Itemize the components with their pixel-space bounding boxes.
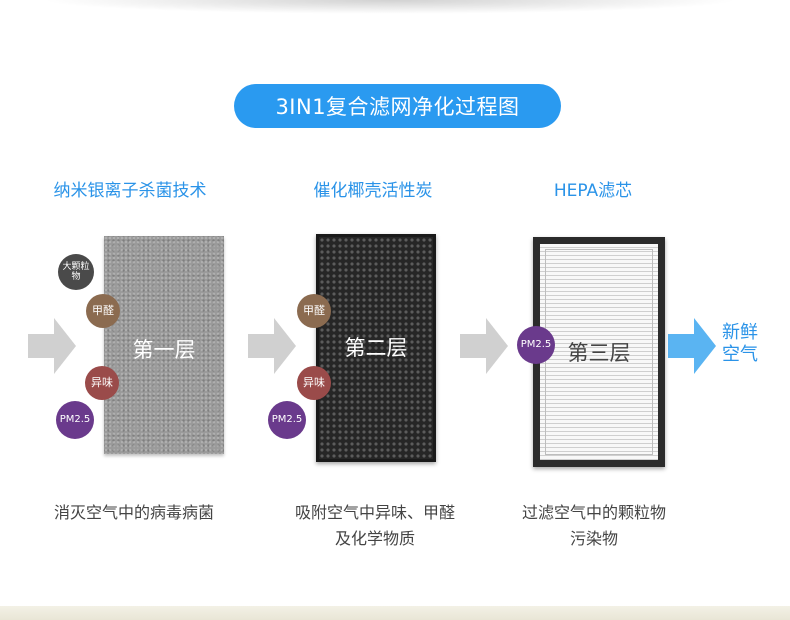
description-line: 污染物 (474, 526, 714, 552)
column-title-hepa: HEPA滤芯 (478, 176, 708, 201)
arrow-right-icon (460, 318, 508, 374)
bottom-band (0, 606, 790, 620)
pm25-badge: PM2.5 (517, 326, 555, 364)
pm25-badge: PM2.5 (268, 401, 306, 439)
odor-badge: 异味 (85, 366, 119, 400)
pm25-badge: PM2.5 (56, 401, 94, 439)
filter-layer-2: 第二层 (316, 234, 436, 462)
description-line: 及化学物质 (255, 526, 495, 552)
layer-label: 第一层 (104, 334, 224, 364)
arrow-right-icon (248, 318, 296, 374)
column-title-nano-silver: 纳米银离子杀菌技术 (15, 176, 245, 201)
fresh-air-label: 新鲜 空气 (722, 322, 758, 365)
formaldehyde-badge: 甲醛 (297, 294, 331, 328)
description-line: 过滤空气中的颗粒物 (474, 500, 714, 526)
arrow-right-blue-icon (668, 318, 716, 374)
filter-layer-1: 第一层 (104, 236, 224, 454)
page-title: 3IN1复合滤网净化过程图 (234, 84, 561, 128)
column-title-activated-carbon: 催化椰壳活性炭 (258, 176, 488, 201)
description-layer-3: 过滤空气中的颗粒物 污染物 (474, 500, 714, 551)
large-particles-badge: 大颗粒物 (58, 254, 94, 290)
fresh-air-line2: 空气 (722, 344, 758, 366)
top-shadow (40, 0, 740, 14)
layer-label: 第三层 (540, 337, 658, 367)
fresh-air-line1: 新鲜 (722, 322, 758, 344)
description-layer-2: 吸附空气中异味、甲醛 及化学物质 (255, 500, 495, 551)
formaldehyde-badge: 甲醛 (86, 294, 120, 328)
description-layer-1: 消灭空气中的病毒病菌 (14, 500, 254, 526)
arrow-right-icon (28, 318, 76, 374)
odor-badge: 异味 (297, 366, 331, 400)
layer-label: 第二层 (319, 332, 433, 362)
description-line: 吸附空气中异味、甲醛 (255, 500, 495, 526)
description-line: 消灭空气中的病毒病菌 (14, 500, 254, 526)
